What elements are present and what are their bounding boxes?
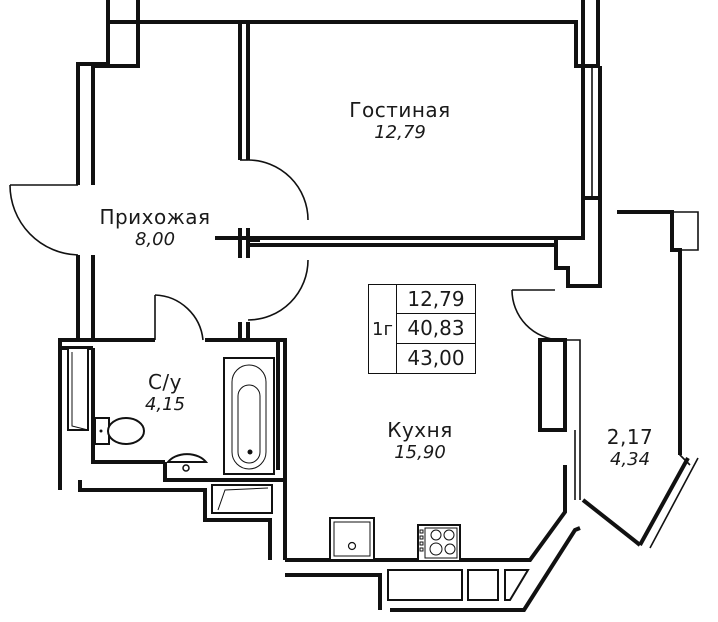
balcony-outline xyxy=(538,210,699,549)
living-area-value: 12,79 xyxy=(397,285,475,315)
doors xyxy=(9,159,561,341)
room-bathroom: С/у 4,15 xyxy=(125,370,205,415)
room-area-balcony: 4,34 xyxy=(609,449,651,470)
total-area-value: 43,00 xyxy=(407,346,465,371)
room-name-bathroom: С/у xyxy=(147,370,183,394)
room-balcony: 2,17 4,34 xyxy=(595,425,665,470)
room-name-hall: Прихожая xyxy=(99,205,211,229)
room-living: Гостиная 12,79 xyxy=(330,98,470,143)
room-name-living: Гостиная xyxy=(349,98,451,122)
room-area-living: 12,79 xyxy=(374,122,426,143)
apartment-type: 1г xyxy=(369,285,397,373)
room-kitchen: Кухня 15,90 xyxy=(360,418,480,463)
room-name-kitchen: Кухня xyxy=(387,418,453,442)
fixtures xyxy=(67,347,530,601)
interior-walls xyxy=(58,22,581,612)
room-name-balcony: 2,17 xyxy=(606,425,654,449)
room-area-hall: 8,00 xyxy=(134,229,176,250)
room-area-kitchen: 15,90 xyxy=(394,442,446,463)
area-summary-table: 1г 12,79 40,83 43,00 xyxy=(368,284,476,374)
exterior-walls xyxy=(76,0,602,288)
area-without-balcony-value: 40,83 xyxy=(397,314,475,344)
room-hall: Прихожая 8,00 xyxy=(85,205,225,250)
room-area-bathroom: 4,15 xyxy=(144,394,186,415)
